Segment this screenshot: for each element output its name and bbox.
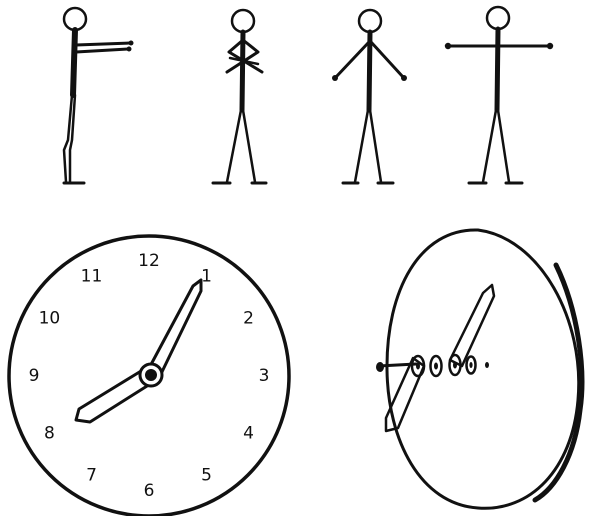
- clock-numeral: 7: [86, 466, 97, 486]
- figure-arms-down: [332, 10, 407, 183]
- minute-collar-hole: [453, 362, 457, 369]
- figure-hand: [127, 47, 132, 52]
- clock-numeral: 2: [243, 309, 254, 329]
- figure-arm: [371, 42, 403, 77]
- figure-arm: [336, 42, 369, 77]
- clock-numeral: 6: [144, 481, 155, 501]
- clock-numeral: 1: [201, 266, 212, 286]
- figure-leg: [355, 110, 368, 182]
- figure-arms-forward: [64, 8, 134, 183]
- figure-leg: [483, 110, 496, 182]
- clock-rim-side: [387, 230, 579, 508]
- figure-head: [359, 10, 381, 32]
- clock-numeral: 4: [243, 424, 254, 444]
- figure-hand: [332, 75, 338, 81]
- spindle-end: [485, 362, 489, 368]
- spindle-tip: [376, 362, 384, 372]
- figure-arms-outstretched: [445, 7, 553, 183]
- figure-leg: [243, 110, 255, 182]
- clock-side-view: [376, 230, 582, 508]
- figure-hand: [129, 41, 134, 46]
- figure-torso: [73, 30, 75, 95]
- figure-head: [64, 8, 86, 30]
- washer-hole: [434, 363, 438, 370]
- figure-arm-lower: [76, 49, 128, 52]
- figure-torso: [242, 32, 243, 110]
- nut-hole: [469, 362, 472, 368]
- figure-leg: [370, 110, 381, 182]
- clock-numeral: 12: [138, 251, 160, 271]
- figure-leg: [498, 110, 509, 182]
- figure-hand: [547, 43, 553, 49]
- clock-hub-center: [145, 369, 157, 381]
- hand-collar-hole: [416, 363, 420, 370]
- clock-numeral: 9: [29, 366, 40, 386]
- minute-hand-side: [450, 285, 494, 366]
- figure-head: [487, 7, 509, 29]
- figure-head: [232, 10, 254, 32]
- figure-arm-upper: [76, 43, 130, 45]
- figure-hand: [445, 43, 451, 49]
- clock-numeral: 10: [39, 309, 61, 329]
- clock-numeral: 3: [259, 366, 270, 386]
- clock-numeral: 5: [201, 466, 212, 486]
- figure-torso: [497, 29, 498, 110]
- clock-numeral: 8: [44, 424, 55, 444]
- figure-hand: [401, 75, 407, 81]
- clock-numeral: 11: [81, 266, 103, 286]
- figure-arms-crossed: [213, 10, 266, 183]
- figure-leg: [227, 110, 241, 182]
